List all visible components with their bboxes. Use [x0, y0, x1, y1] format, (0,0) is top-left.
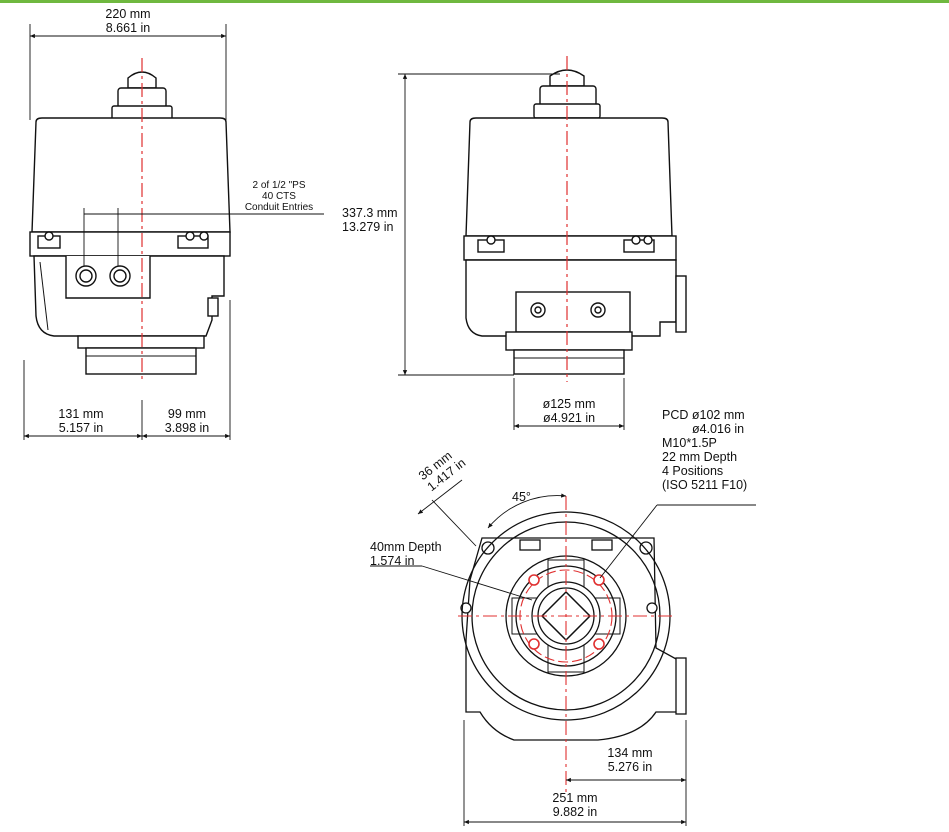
front-left-offset-in: 5.157 in	[58, 421, 104, 435]
depth-label: 40mm Depth 1.574 in	[370, 540, 442, 568]
conduit-note-line-2: 40 CTS	[262, 191, 296, 202]
conduit-note-line-1: 2 of 1/2 "PS	[252, 180, 306, 191]
side-height-in: 13.279 in	[342, 220, 394, 234]
front-right-offset-in: 3.898 in	[164, 421, 210, 435]
side-base-diameter-in: ø4.921 in	[542, 411, 596, 425]
side-height-label: 337.3 mm 13.279 in	[342, 206, 398, 234]
front-width-in: 8.661 in	[105, 21, 151, 35]
bottom-half-width-in: 5.276 in	[607, 760, 653, 774]
bottom-center-lines	[458, 496, 672, 792]
front-right-offset-label: 99 mm 3.898 in	[152, 407, 222, 435]
depth-in: 1.574 in	[370, 554, 415, 568]
bottom-half-width-mm: 134 mm	[607, 746, 653, 760]
side-height-mm: 337.3 mm	[342, 206, 398, 220]
pcd-note-line-3: M10*1.5P	[662, 436, 717, 450]
side-base-diameter-label: ø125 mm ø4.921 in	[524, 397, 614, 425]
bottom-full-width-in: 9.882 in	[552, 805, 598, 819]
pcd-note: PCD ø102 mm ø4.016 in M10*1.5P 22 mm Dep…	[662, 408, 747, 492]
pcd-note-line-1: PCD ø102 mm	[662, 408, 745, 422]
pcd-note-line-5: 4 Positions	[662, 464, 724, 478]
depth-mm: 40mm Depth	[370, 540, 442, 554]
side-view	[463, 69, 687, 375]
pcd-note-line-2: ø4.016 in	[692, 422, 745, 436]
bottom-full-width-mm: 251 mm	[552, 791, 598, 805]
bottom-dimensions	[370, 479, 756, 826]
front-left-offset-mm: 131 mm	[58, 407, 104, 421]
side-base-diameter-mm: ø125 mm	[542, 397, 596, 411]
front-view	[29, 71, 231, 375]
front-right-offset-mm: 99 mm	[167, 407, 207, 421]
side-dimensions	[398, 73, 625, 430]
front-dimensions	[23, 24, 324, 440]
pcd-note-line-6: (ISO 5211 F10)	[662, 478, 748, 492]
bottom-full-width-label: 251 mm 9.882 in	[535, 791, 615, 819]
pcd-bolt-holes	[528, 574, 605, 650]
front-width-label: 220 mm 8.661 in	[88, 7, 168, 35]
front-left-offset-label: 131 mm 5.157 in	[46, 407, 116, 435]
bottom-half-width-label: 134 mm 5.276 in	[590, 746, 670, 774]
angle-label: 45°	[512, 490, 531, 504]
header-accent-bar	[0, 0, 949, 3]
conduit-note-line-3: Conduit Entries	[244, 202, 314, 213]
pcd-note-line-4: 22 mm Depth	[662, 450, 738, 464]
conduit-note: 2 of 1/2 "PS 40 CTS Conduit Entries	[234, 180, 324, 213]
bottom-view	[460, 511, 687, 741]
front-width-mm: 220 mm	[105, 7, 151, 21]
